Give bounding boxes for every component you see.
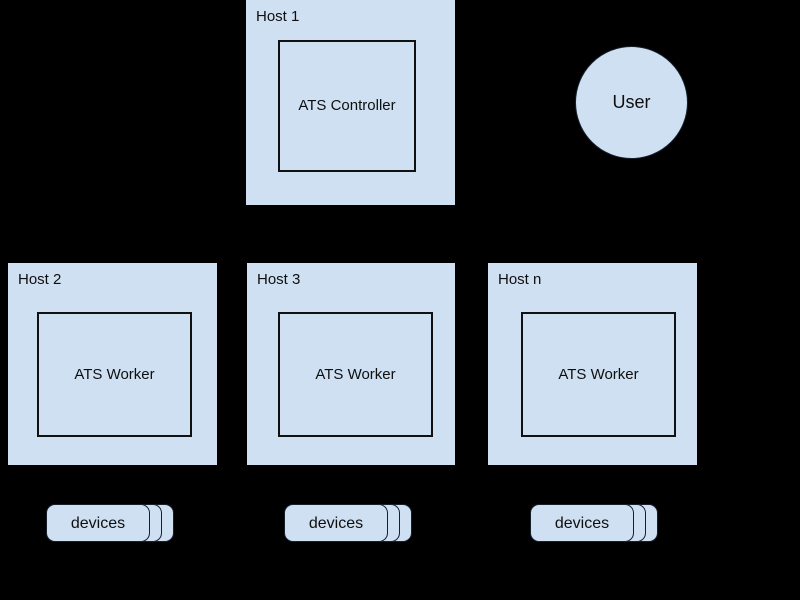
host-n-label: Host n	[498, 271, 542, 288]
host-2-label: Host 2	[18, 271, 62, 288]
ats-controller-box[interactable]: ATS Controller	[278, 40, 416, 172]
host-2-ats-worker-box[interactable]: ATS Worker	[37, 312, 192, 437]
host-1-container[interactable]: Host 1 ATS Controller	[246, 0, 455, 205]
devices-stack-card-front[interactable]: devices	[284, 504, 388, 542]
host-3-ats-worker-box[interactable]: ATS Worker	[278, 312, 433, 437]
host-n-ats-worker-label: ATS Worker	[558, 365, 639, 383]
host-3-ats-worker-label: ATS Worker	[315, 365, 396, 383]
ats-controller-label: ATS Controller	[298, 97, 396, 114]
devices-stack-host-3[interactable]: devices	[284, 504, 412, 542]
host-3-label: Host 3	[257, 271, 301, 288]
host-n-container[interactable]: Host n ATS Worker	[488, 263, 697, 465]
devices-label: devices	[308, 514, 364, 532]
user-actor-label: User	[612, 92, 651, 112]
host-1-label: Host 1	[256, 8, 300, 25]
devices-stack-host-2[interactable]: devices	[46, 504, 174, 542]
devices-label: devices	[554, 514, 610, 532]
host-n-ats-worker-box[interactable]: ATS Worker	[521, 312, 676, 437]
devices-stack-card-front[interactable]: devices	[530, 504, 634, 542]
devices-stack-host-n[interactable]: devices	[530, 504, 658, 542]
user-actor[interactable]: User	[575, 46, 688, 159]
host-2-ats-worker-label: ATS Worker	[74, 365, 155, 383]
devices-label: devices	[70, 514, 126, 532]
devices-stack-card-front[interactable]: devices	[46, 504, 150, 542]
host-2-container[interactable]: Host 2 ATS Worker	[8, 263, 217, 465]
host-3-container[interactable]: Host 3 ATS Worker	[247, 263, 455, 465]
